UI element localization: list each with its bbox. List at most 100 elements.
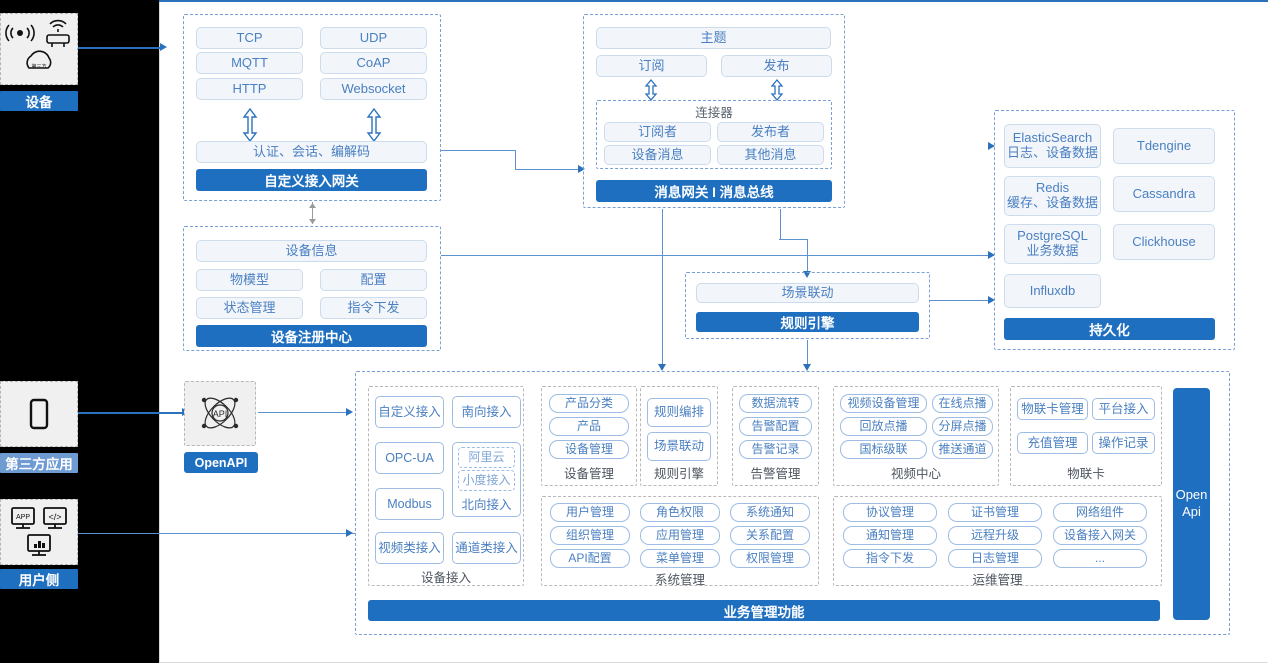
group-label-device-access: 设备接入 — [420, 570, 471, 585]
chip-push-channel[interactable]: 推送通道 — [932, 440, 993, 459]
bar-rule-engine[interactable]: 规则引擎 — [696, 312, 919, 332]
chip-clickhouse[interactable]: Clickhouse — [1113, 224, 1215, 260]
chip-elasticsearch-name: ElasticSearch — [1012, 130, 1093, 146]
chip-status-management[interactable]: 状态管理 — [196, 297, 303, 319]
chip-org-management[interactable]: 组织管理 — [550, 526, 630, 545]
connector-registry-to-persistence — [441, 255, 992, 256]
group-device-management — [541, 386, 637, 486]
chip-protocol-mqtt[interactable]: MQTT — [196, 52, 303, 74]
chip-certificate-management[interactable]: 证书管理 — [948, 503, 1042, 522]
chip-protocol-http[interactable]: HTTP — [196, 78, 303, 100]
chip-auth-session-codec[interactable]: 认证、会话、编解码 — [196, 141, 427, 163]
chip-menu-management[interactable]: 菜单管理 — [640, 549, 720, 568]
chip-topic[interactable]: 主题 — [596, 27, 831, 49]
chip-data-flow[interactable]: 数据流转 — [739, 394, 812, 413]
bar-persistence[interactable]: 持久化 — [1004, 318, 1215, 340]
chip-elasticsearch[interactable]: ElasticSearch 日志、设备数据 — [1004, 124, 1101, 168]
chip-influxdb[interactable]: Influxdb — [1004, 274, 1101, 308]
chip-gb-cascade[interactable]: 国标级联 — [840, 440, 927, 459]
panel-rule-engine — [685, 272, 930, 339]
chip-postgresql[interactable]: PostgreSQL 业务数据 — [1004, 224, 1101, 264]
chip-device-access-gateway[interactable]: 设备接入网关 — [1053, 526, 1147, 545]
double-arrow-publish — [770, 79, 784, 101]
chip-modbus[interactable]: Modbus — [375, 488, 444, 520]
chip-more-ellipsis[interactable]: ... — [1053, 549, 1147, 568]
chip-thing-model[interactable]: 物模型 — [196, 269, 303, 291]
chip-video-access[interactable]: 视频类接入 — [375, 532, 444, 564]
chip-custom-access[interactable]: 自定义接入 — [375, 396, 444, 428]
chip-command-dispatch[interactable]: 指令下发 — [320, 297, 427, 319]
chip-subscriber[interactable]: 订阅者 — [604, 122, 711, 142]
svg-text:</>: </> — [48, 512, 61, 522]
chip-publisher[interactable]: 发布者 — [717, 122, 824, 142]
group-label-ops-management: 运维管理 — [972, 572, 1023, 587]
chip-scene-linkage[interactable]: 场景联动 — [696, 283, 919, 303]
panel-persistence — [994, 110, 1235, 350]
chip-aliyun[interactable]: 阿里云 — [458, 447, 515, 468]
chip-product[interactable]: 产品 — [549, 417, 629, 436]
chip-system-notification[interactable]: 系统通知 — [730, 503, 810, 522]
chip-other-message[interactable]: 其他消息 — [717, 145, 824, 165]
panel-openapi-icon — [184, 381, 256, 446]
arrowhead-bus-to-rule — [803, 271, 811, 278]
chip-video-device-management[interactable]: 视频设备管理 — [840, 394, 927, 413]
chip-iot-card-management[interactable]: 物联卡管理 — [1017, 398, 1088, 420]
chip-channel-access[interactable]: 通道类接入 — [452, 532, 521, 564]
group-label-video-center: 视频中心 — [890, 466, 941, 481]
chip-product-category[interactable]: 产品分类 — [549, 394, 629, 413]
chip-network-component[interactable]: 网络组件 — [1053, 503, 1147, 522]
chip-publish[interactable]: 发布 — [721, 55, 832, 77]
bar-device-registry[interactable]: 设备注册中心 — [196, 325, 427, 347]
group-alarm-management — [732, 386, 819, 486]
bar-open-api-vertical[interactable]: Open Api — [1173, 388, 1210, 620]
group-label-system-management: 系统管理 — [654, 572, 705, 587]
connector-rule-to-persistence — [930, 300, 992, 301]
chip-platform-access[interactable]: 平台接入 — [1092, 398, 1155, 420]
chip-protocol-coap[interactable]: CoAP — [320, 52, 427, 74]
chip-southbound-access[interactable]: 南向接入 — [452, 396, 521, 428]
double-arrow-gateway-right — [366, 107, 382, 143]
bar-message-gateway-bus[interactable]: 消息网关 I 消息总线 — [596, 180, 832, 202]
chip-xiaodu-access[interactable]: 小度接入 — [458, 470, 515, 491]
chip-app-management[interactable]: 应用管理 — [640, 526, 720, 545]
bar-openapi[interactable]: OpenAPI — [184, 452, 258, 473]
chip-playback-vod[interactable]: 回放点播 — [840, 417, 927, 436]
connector-bus-to-business — [662, 209, 663, 366]
chip-tdengine[interactable]: Tdengine — [1113, 128, 1215, 164]
chip-permission-management[interactable]: 权限管理 — [730, 549, 810, 568]
chip-alarm-record[interactable]: 告警记录 — [739, 440, 812, 459]
chip-alarm-config[interactable]: 告警配置 — [739, 417, 812, 436]
chip-redis[interactable]: Redis 缓存、设备数据 — [1004, 176, 1101, 216]
chip-role-permission[interactable]: 角色权限 — [640, 503, 720, 522]
chip-protocol-management[interactable]: 协议管理 — [843, 503, 937, 522]
chip-device-management[interactable]: 设备管理 — [549, 440, 629, 459]
chip-cassandra[interactable]: Cassandra — [1113, 176, 1215, 212]
api-atom-icon: API — [201, 397, 239, 429]
chip-scene-linkage-biz[interactable]: 场景联动 — [647, 432, 711, 461]
chip-config[interactable]: 配置 — [320, 269, 427, 291]
chip-log-management[interactable]: 日志管理 — [948, 549, 1042, 568]
chip-opc-ua[interactable]: OPC-UA — [375, 442, 444, 474]
chip-protocol-tcp[interactable]: TCP — [196, 27, 303, 49]
bar-business-management-functions[interactable]: 业务管理功能 — [368, 600, 1160, 621]
chip-user-management[interactable]: 用户管理 — [550, 503, 630, 522]
chip-protocol-websocket[interactable]: Websocket — [320, 78, 427, 100]
chip-device-message[interactable]: 设备消息 — [604, 145, 711, 165]
chip-device-info[interactable]: 设备信息 — [196, 240, 427, 262]
panel-custom-access-gateway — [183, 14, 441, 201]
chip-command-dispatch-ops[interactable]: 指令下发 — [843, 549, 937, 568]
chip-online-vod[interactable]: 在线点播 — [932, 394, 993, 413]
chip-api-config[interactable]: API配置 — [550, 549, 630, 568]
chip-operation-record[interactable]: 操作记录 — [1092, 432, 1155, 454]
chip-relation-config[interactable]: 关系配置 — [730, 526, 810, 545]
chip-remote-upgrade[interactable]: 远程升级 — [948, 526, 1042, 545]
chip-split-screen-vod[interactable]: 分屏点播 — [932, 417, 993, 436]
label-connector-title: 连接器 — [695, 105, 733, 120]
sidebar-box-device: 第三方 — [0, 13, 78, 85]
chip-subscribe[interactable]: 订阅 — [596, 55, 707, 77]
chip-recharge-management[interactable]: 充值管理 — [1017, 432, 1088, 454]
chip-rule-orchestration[interactable]: 规则编排 — [647, 398, 711, 427]
chip-notification-management[interactable]: 通知管理 — [843, 526, 937, 545]
chip-protocol-udp[interactable]: UDP — [320, 27, 427, 49]
bar-custom-access-gateway[interactable]: 自定义接入网关 — [196, 169, 427, 191]
